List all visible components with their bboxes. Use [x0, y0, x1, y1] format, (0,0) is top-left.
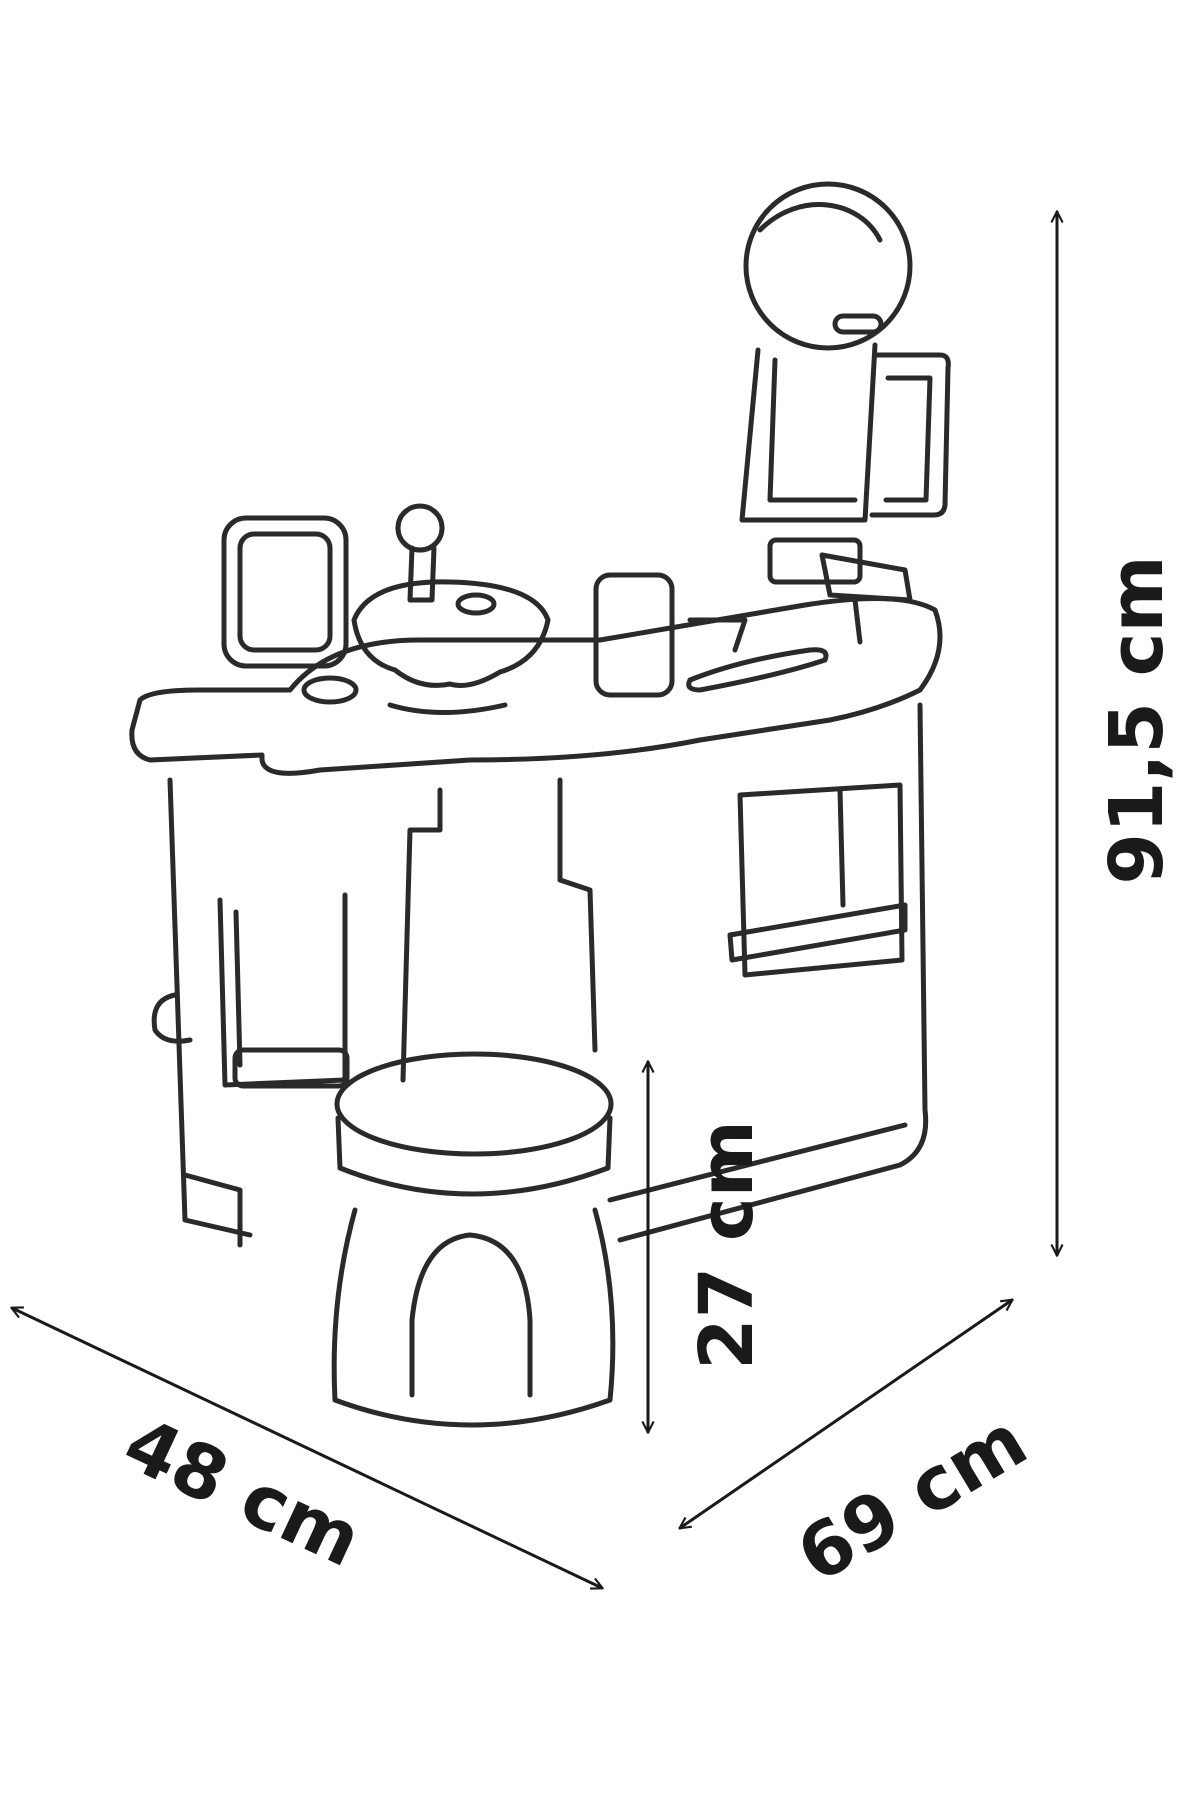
washing-basin: [351, 503, 551, 688]
counter-top: [129, 552, 943, 776]
round-mirror: [743, 181, 913, 351]
depth-label: 48 cm: [111, 1401, 374, 1584]
cabinet: [151, 702, 929, 1248]
width-arrow: [678, 1298, 1014, 1530]
mirror-post: [739, 342, 951, 585]
depth-dimension: 48 cm: [10, 1306, 604, 1590]
height-dimension: 91,5 cm: [1050, 210, 1180, 1257]
stool-height-dimension: 27 cm: [641, 1060, 770, 1434]
stool: [331, 1051, 616, 1428]
salon-station-illustration: [129, 181, 951, 1428]
small-mirror: [221, 515, 349, 669]
height-label: 91,5 cm: [1094, 555, 1180, 884]
depth-arrow: [10, 1306, 604, 1590]
stool-height-label: 27 cm: [684, 1120, 770, 1370]
width-label: 69 cm: [783, 1397, 1041, 1599]
